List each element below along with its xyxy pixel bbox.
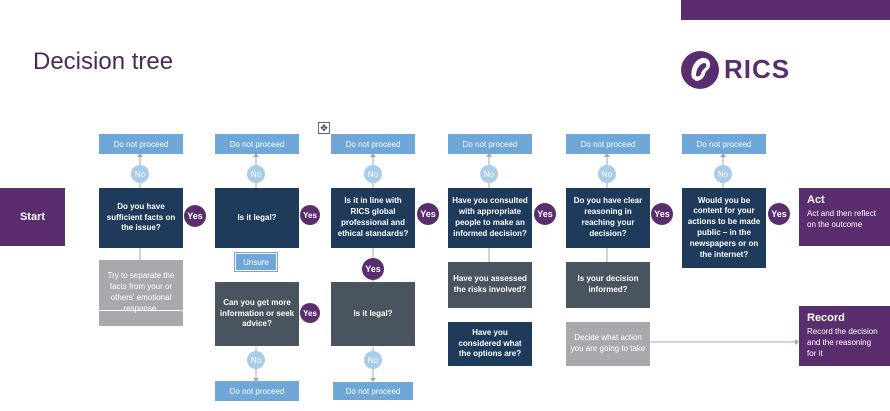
yes-circle: Yes — [300, 205, 320, 225]
question-box-legal: Is it legal? — [215, 188, 299, 248]
top-accent-bar — [681, 0, 890, 20]
do-not-proceed-box: Do not proceed — [448, 134, 532, 154]
divider — [99, 310, 183, 311]
logo-text: RICS — [724, 54, 791, 84]
question-box-reasoning: Do you have clear reasoning in reaching … — [566, 188, 650, 248]
yes-circle: Yes — [300, 303, 320, 323]
no-circle: No — [131, 165, 149, 183]
no-circle: No — [480, 165, 498, 183]
no-circle: No — [364, 351, 382, 369]
no-circle: No — [247, 165, 265, 183]
yes-circle: Yes — [184, 205, 206, 227]
yes-circle: Yes — [362, 258, 384, 280]
yes-circle: Yes — [651, 203, 673, 225]
unsure-tag: Unsure — [234, 252, 278, 272]
no-circle: No — [364, 165, 382, 183]
yes-circle: Yes — [417, 203, 439, 225]
yes-circle: Yes — [534, 203, 556, 225]
act-text: Act and then reflect on the outcome — [807, 209, 876, 230]
lion-icon — [681, 51, 719, 89]
question-box-facts: Do you have sufficient facts on the issu… — [99, 188, 183, 248]
act-box: Act Act and then reflect on the outcome — [799, 188, 890, 246]
do-not-proceed-box: Do not proceed — [215, 134, 299, 154]
risks-box: Have you assessed the risks involved? — [448, 262, 532, 308]
rics-logo: RICS — [680, 48, 800, 92]
record-text: Record the decision and the reasoning fo… — [807, 327, 878, 359]
do-not-proceed-box: Do not proceed — [682, 134, 766, 154]
is-legal-box: Is it legal? — [331, 282, 415, 346]
more-info-box: Can you get more information or seek adv… — [215, 282, 299, 346]
no-circle: No — [247, 351, 265, 369]
record-heading: Record — [807, 312, 845, 324]
page-title: Decision tree — [33, 48, 174, 75]
no-circle: No — [598, 165, 616, 183]
record-box: Record Record the decision and the reaso… — [799, 306, 890, 366]
informed-box: Is your decision informed? — [566, 262, 650, 308]
start-label: Start — [19, 210, 46, 223]
no-circle: No — [714, 165, 732, 183]
move-handle-icon[interactable]: ✥ — [318, 122, 330, 134]
start-box: Start — [0, 188, 65, 246]
question-box-public: Would you be content for your actions to… — [682, 188, 766, 268]
separate-facts-box: Try to separate the facts from your or o… — [99, 260, 183, 326]
yes-circle: Yes — [768, 203, 790, 225]
act-heading: Act — [807, 194, 825, 206]
question-box-consulted: Have you consulted with appropriate peop… — [448, 188, 532, 248]
options-box: Have you considered what the options are… — [448, 322, 532, 366]
do-not-proceed-box: Do not proceed — [566, 134, 650, 154]
decide-action-box: Decide what action you are going to take — [566, 322, 650, 366]
do-not-proceed-box: Do not proceed — [99, 134, 183, 154]
do-not-proceed-box: Do not proceed — [331, 134, 415, 154]
question-box-standards: Is it in line with RICS global professio… — [331, 188, 415, 248]
do-not-proceed-box: Do not proceed — [333, 382, 413, 400]
do-not-proceed-box: Do not proceed — [215, 381, 299, 401]
